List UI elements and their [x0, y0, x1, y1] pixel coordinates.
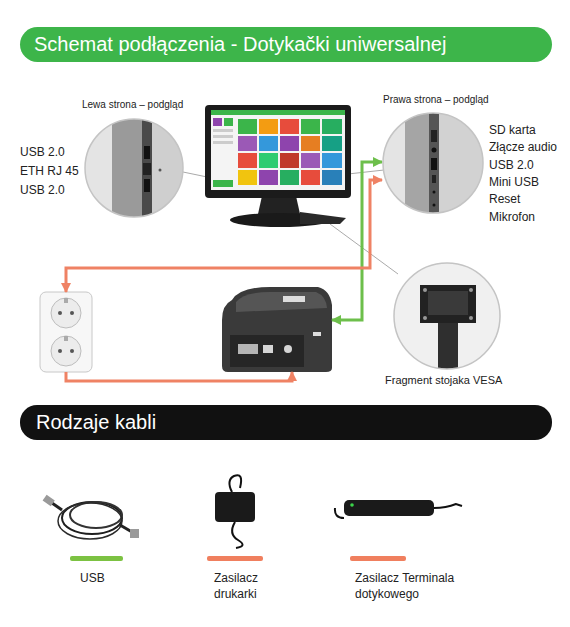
- legend-text: USB: [80, 571, 140, 587]
- usb-cable: [43, 495, 139, 539]
- port-label: Złącze audio: [489, 140, 557, 154]
- circle-outline: [393, 262, 501, 370]
- port-label: USB 2.0: [20, 145, 65, 159]
- terminal-power-adapter: [335, 500, 462, 518]
- legend-text: Zasilacz Terminala dotykowego: [355, 571, 480, 602]
- legend-swatch: [207, 556, 263, 561]
- printer: [222, 285, 332, 372]
- right-side-circle: Prawa strona – podgląd: [382, 112, 484, 214]
- title-bar: Schemat podłączenia - Dotykački uniwersa…: [20, 27, 552, 62]
- touch-terminal: [205, 105, 351, 227]
- right-side-view: [382, 112, 484, 214]
- receipt-printer: [222, 287, 332, 372]
- port-label: SD karta: [489, 123, 536, 137]
- left-side-view: [84, 118, 184, 218]
- vesa-circle: Fragment stojaka VESA: [393, 262, 501, 370]
- circle-outline: [382, 112, 484, 214]
- port-label: ETH RJ 45: [20, 164, 79, 178]
- view-caption: Fragment stojaka VESA: [385, 374, 502, 388]
- port-label: Mikrofon: [489, 210, 535, 224]
- printer-power-adapter: [215, 475, 255, 548]
- circle-border: [85, 119, 183, 217]
- legend-text: Zasilacz drukarki: [214, 571, 280, 602]
- cable-connector: [332, 162, 382, 320]
- circle-outline: [84, 118, 184, 218]
- view-caption: Prawa strona – podgląd: [383, 94, 489, 107]
- circle-border: [394, 263, 500, 369]
- section-heading: Rodzaje kabli: [36, 405, 156, 440]
- port-label: USB 2.0: [20, 183, 65, 197]
- view-caption: Lewa strona – podgląd: [82, 99, 183, 112]
- vesa-stand-view: [393, 262, 501, 373]
- port-label: USB 2.0: [489, 158, 534, 172]
- legend-swatch: [70, 556, 123, 561]
- wall-socket: [40, 292, 92, 372]
- cable-connector: [66, 372, 292, 381]
- cable-connector: [66, 180, 382, 292]
- wall-socket: [40, 292, 92, 372]
- circle-border: [383, 113, 483, 213]
- port-label: Reset: [489, 192, 520, 206]
- section-band: Rodzaje kabli: [20, 405, 552, 440]
- left-side-circle: Lewa strona – podgląd: [84, 118, 184, 218]
- legend-swatch: [350, 556, 406, 561]
- port-label: Mini USB: [489, 175, 539, 189]
